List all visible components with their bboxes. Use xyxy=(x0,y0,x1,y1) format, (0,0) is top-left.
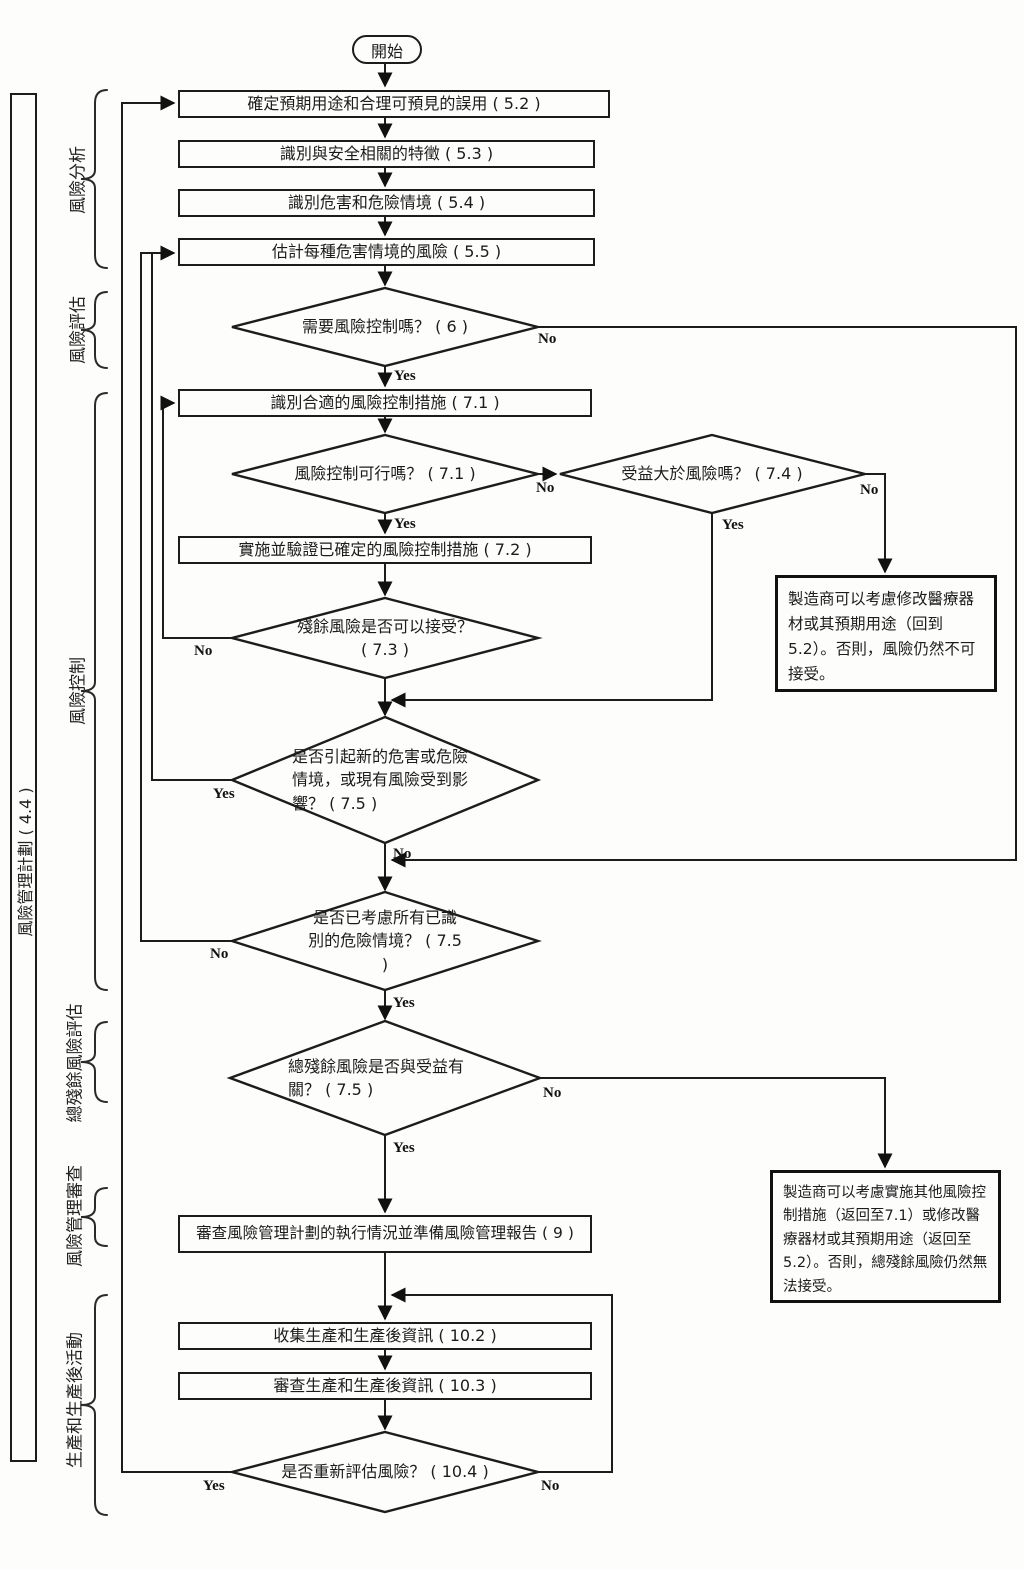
edge-d75overall-no-to-note xyxy=(540,1077,893,1169)
stage-brace-production xyxy=(80,1294,108,1516)
edge-d104-no-loop xyxy=(390,1287,613,1473)
decision-text-overall-residual: 總殘餘風險是否與受益有關？ ( 7.5 ) xyxy=(288,1056,465,1099)
stage-label-risk-evaluation: 風險評估 xyxy=(68,296,89,364)
decision-diamond-overall-residual xyxy=(226,1019,544,1137)
edge-d74-no-to-note xyxy=(865,473,893,574)
branch-label-d75overall-no: No xyxy=(543,1085,562,1101)
note-box-other-controls: 製造商可以考慮實施其他風險控制措施（返回至7.1）或修改醫療器材或其預期用途（返… xyxy=(770,1170,1001,1303)
decision-text-control-feasible: 風險控制可行嗎？ ( 7.1 ) xyxy=(294,464,476,484)
process-box-10-2: 收集生產和生產後資訊 ( 10.2 ) xyxy=(178,1322,592,1350)
decision-text-new-hazards: 是否引起新的危害或危險情境，或現有風險受到影響？ ( 7.5 ) xyxy=(292,747,469,813)
process-box-5-2: 確定預期用途和合理可預見的誤用 ( 5.2 ) xyxy=(178,90,610,118)
stage-brace-overall-residual xyxy=(80,1021,108,1103)
branch-label-d75new-no: No xyxy=(393,846,412,862)
branch-label-d75new-yes: Yes xyxy=(213,786,235,802)
decision-text-residual-acceptable: 殘餘風險是否可以接受？ ( 7.3 ) xyxy=(296,616,473,659)
branch-label-d71-no: No xyxy=(536,480,555,496)
start-node: 開始 xyxy=(352,35,422,64)
branch-label-d75all-no: No xyxy=(210,946,229,962)
branch-label-d6-yes: Yes xyxy=(394,368,416,384)
stage-label-risk-analysis: 風險分析 xyxy=(68,146,89,214)
branch-label-d75all-yes: Yes xyxy=(393,995,415,1011)
branch-label-d71-yes: Yes xyxy=(394,516,416,532)
edge-d104-yes-loop-to-52 xyxy=(121,95,232,1473)
decision-text-benefit-outweighs: 受益大於風險嗎？ ( 7.4 ) xyxy=(621,464,803,484)
branch-label-d104-yes: Yes xyxy=(203,1478,225,1494)
branch-label-d74-yes: Yes xyxy=(722,517,744,533)
process-box-7-1: 識別合適的風險控制措施 ( 7.1 ) xyxy=(178,389,592,417)
stage-label-risk-control: 風險控制 xyxy=(68,657,89,725)
stage-brace-rm-review xyxy=(80,1187,108,1247)
edge-d73-no-loop-to-71 xyxy=(160,395,232,639)
decision-diamond-control-feasible xyxy=(231,433,539,515)
stage-brace-risk-control xyxy=(80,392,108,991)
stage-label-production: 生產和生產後活動 xyxy=(65,1332,86,1468)
decision-diamond-all-considered xyxy=(228,890,542,992)
branch-label-d6-no: No xyxy=(538,331,557,347)
process-box-10-3: 審查生產和生產後資訊 ( 10.3 ) xyxy=(178,1372,592,1400)
decision-diamond-new-hazards xyxy=(228,715,542,845)
branch-label-d104-no: No xyxy=(541,1478,560,1494)
decision-text-need-control: 需要風險控制嗎？ ( 6 ) xyxy=(302,317,468,337)
decision-diamond-reassess-risk xyxy=(227,1430,543,1514)
stage-label-rm-review: 風險管理審查 xyxy=(65,1165,86,1267)
decision-diamond-residual-acceptable xyxy=(227,596,543,680)
branch-label-d75overall-yes: Yes xyxy=(393,1140,415,1156)
edge-d75new-yes-loop xyxy=(151,254,232,781)
decision-diamond-benefit-outweighs xyxy=(559,433,866,515)
process-box-5-3: 識別與安全相關的特徵 ( 5.3 ) xyxy=(178,140,595,168)
decision-diamond-need-control xyxy=(231,286,539,368)
decision-text-reassess-risk: 是否重新評估風險？ ( 10.4 ) xyxy=(281,1462,489,1482)
edge-d74-yes-merge xyxy=(390,513,713,708)
branch-label-d73-no: No xyxy=(194,643,213,659)
note-box-modify-device: 製造商可以考慮修改醫療器材或其預期用途（回到5.2）。否則，風險仍然不可接受。 xyxy=(775,575,997,692)
process-box-9: 審查風險管理計劃的執行情況並準備風險管理報告 ( 9 ) xyxy=(178,1215,592,1253)
risk-management-plan-label: 風險管理計劃 ( 4.4 ) xyxy=(16,787,35,937)
stage-brace-risk-analysis xyxy=(80,89,108,269)
branch-label-d74-no: No xyxy=(860,482,879,498)
risk-management-plan-box xyxy=(10,93,37,1462)
stage-label-overall-residual: 總殘餘風險評估 xyxy=(65,1003,86,1123)
process-box-7-2: 實施並驗證已確定的風險控制措施 ( 7.2 ) xyxy=(178,536,592,564)
process-box-5-4: 識別危害和危險情境 ( 5.4 ) xyxy=(178,189,595,217)
decision-text-all-considered: 是否已考慮所有已識別的危險情境？ ( 7.5 ) xyxy=(308,908,462,974)
edge-d75all-no-loop-to-55 xyxy=(140,245,232,942)
process-box-5-5: 估計每種危害情境的風險 ( 5.5 ) xyxy=(178,238,595,266)
stage-brace-risk-evaluation xyxy=(80,291,108,369)
edge-d6-no-long-loop xyxy=(390,326,1017,868)
